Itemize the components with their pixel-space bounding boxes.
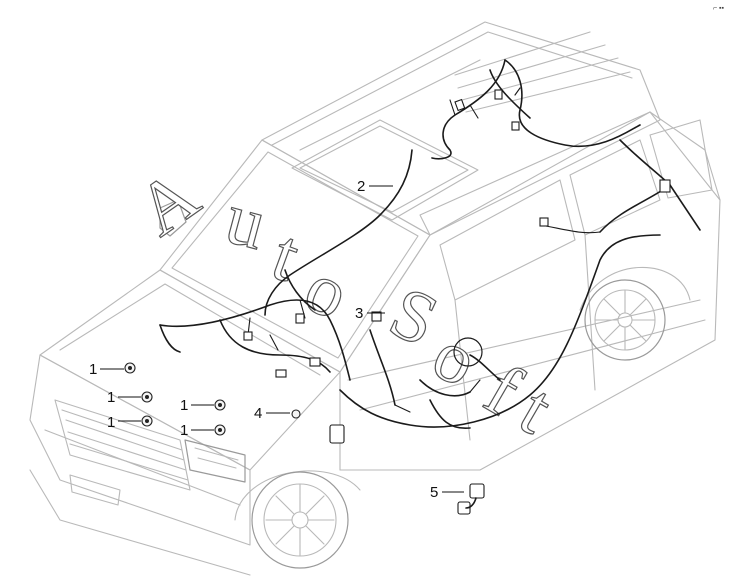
callout-label: 1 [180,397,188,414]
nut-icon [214,424,226,436]
nut-fastener-group [124,362,485,515]
callout-label: 2 [357,178,365,195]
floor-harness [329,139,701,444]
watermark-letter: A [123,154,214,252]
nut-icon [214,399,226,411]
callout-label: 4 [254,405,262,422]
connector-icon [457,483,485,515]
callouts: 1 1 1 1 1 2 3 4 5 [89,178,464,501]
grommet-icon [291,409,301,419]
callout-label: 3 [355,305,363,322]
roof-harness [431,59,641,160]
callout-label: 1 [107,414,115,431]
dash-harness [159,149,413,381]
nut-icon [141,391,153,403]
callout-label: 1 [180,422,188,439]
vehicle-body-outline [29,21,721,576]
watermark-letter: u [218,177,275,266]
nut-icon [141,415,153,427]
corner-mark: ⌐ ▪▪ [713,5,725,12]
callout-label: 1 [89,361,97,378]
watermark: A u t o S o f t [122,153,566,450]
nut-icon [124,362,136,374]
watermark-letter: t [262,214,310,298]
callout-label: 5 [430,484,438,501]
callout-label: 1 [107,389,115,406]
